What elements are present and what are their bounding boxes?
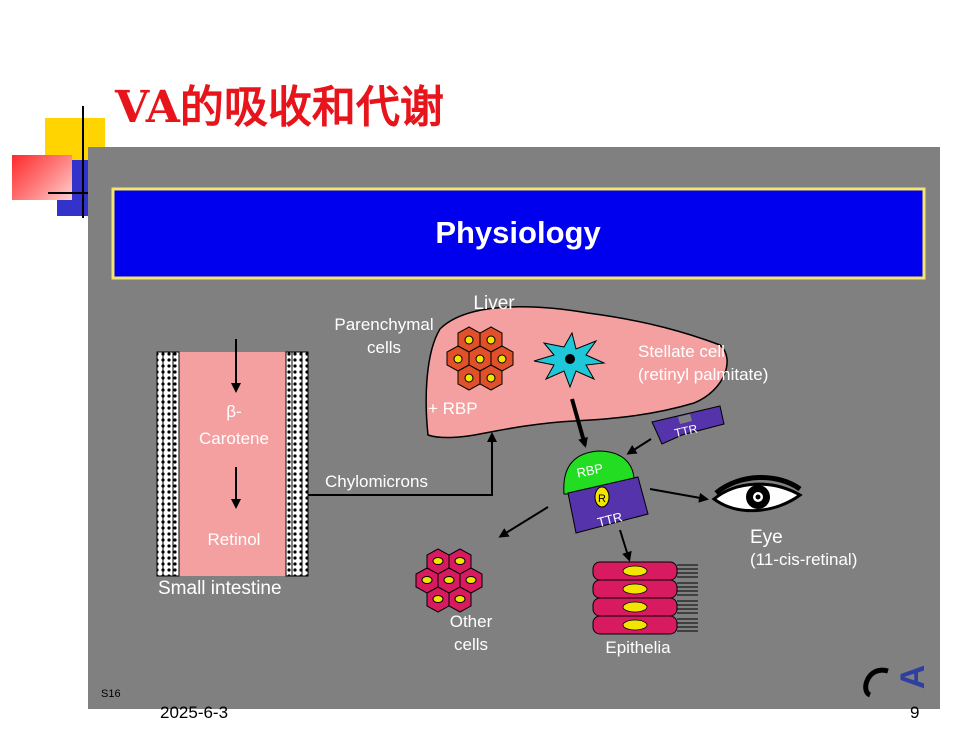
chylomicrons-arrow <box>308 432 497 496</box>
beta-label-line2: Carotene <box>199 429 269 448</box>
chylomicrons-label: Chylomicrons <box>325 472 428 491</box>
beta-label-line1: β- <box>226 402 241 421</box>
liver-label: Liver <box>473 293 515 314</box>
parenchymal-label-line2: cells <box>367 338 401 357</box>
epithelia-label: Epithelia <box>605 638 671 657</box>
arrow-icon <box>619 529 632 562</box>
slide-code: S16 <box>101 688 121 700</box>
other-cells-label-line1: Other <box>450 612 493 631</box>
stellate-label-line2: (retinyl palmitate) <box>638 365 768 384</box>
eye-label: Eye <box>750 527 783 548</box>
footer-date: 2025-6-3 <box>160 703 229 722</box>
page-number: 9 <box>910 703 920 722</box>
epithelia-cells <box>592 561 698 635</box>
other-cells <box>415 548 483 613</box>
arrow-icon <box>498 506 549 538</box>
parenchymal-cells <box>446 326 514 391</box>
deco-horizontal-line <box>48 192 122 194</box>
rbp-ttr-complex <box>563 450 649 534</box>
physiology-diagram: Physiology β- Carotene Retinol Small int… <box>101 187 932 700</box>
plus-rbp-label: + RBP <box>428 399 478 418</box>
arrow-icon <box>570 398 588 448</box>
rbp-label: RBP <box>575 460 604 480</box>
slide-title: VA的吸收和代谢 <box>115 82 444 133</box>
parenchymal-label-line1: Parenchymal <box>334 315 433 334</box>
stellate-label-line1: Stellate cell <box>638 342 725 361</box>
ttr-tag: TTR <box>651 405 725 445</box>
arrow-icon <box>626 438 652 455</box>
retinol-label: Retinol <box>208 530 261 549</box>
logo-icon: A <box>863 665 932 698</box>
r-label: R <box>598 493 606 505</box>
other-cells-label-line2: cells <box>454 635 488 654</box>
deco-vertical-line <box>82 106 84 218</box>
small-intestine <box>156 351 309 577</box>
eye-icon <box>711 475 803 513</box>
ttr-tag-label: TTR <box>673 421 699 440</box>
arrow-icon <box>649 488 709 503</box>
ttr-label: TTR <box>596 509 624 530</box>
physiology-figure: Physiology β- Carotene Retinol Small int… <box>88 147 940 709</box>
banner-title: Physiology <box>435 215 601 250</box>
stellate-cell-icon <box>533 331 606 389</box>
small-intestine-label: Small intestine <box>158 578 282 599</box>
eye-sub-label: (11-cis-retinal) <box>750 550 857 569</box>
physiology-banner <box>111 187 926 280</box>
logo-letter: A <box>894 665 932 690</box>
